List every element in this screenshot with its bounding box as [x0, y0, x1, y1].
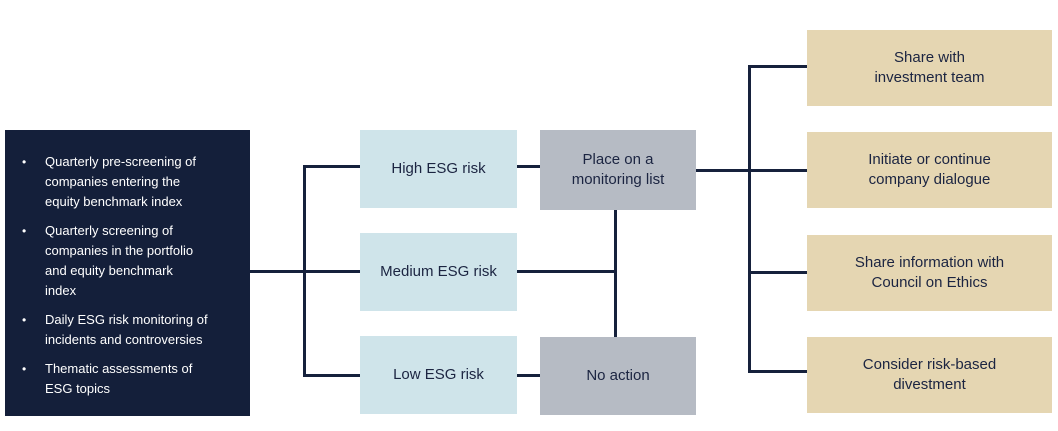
risk-based-divestment-label: Consider risk-based divestment — [862, 356, 997, 393]
share-investment-team-box: Share with investment team — [807, 30, 1052, 106]
no-action-box: No action — [540, 337, 696, 415]
connector-medium-branch — [517, 270, 617, 273]
bullet-icon: • — [22, 224, 27, 238]
connector-monitoring-to-dialogue — [696, 169, 807, 172]
company-dialogue-box: Initiate or continue company dialogue — [807, 132, 1052, 208]
list-item-text: Thematic assessments of ESG topics — [45, 361, 193, 396]
medium-esg-risk-label: Medium ESG risk — [380, 263, 497, 280]
risk-based-divestment-box: Consider risk-based divestment — [807, 337, 1052, 413]
monitoring-list-label: Place on a monitoring list — [571, 151, 665, 188]
low-esg-risk-label: Low ESG risk — [393, 366, 484, 383]
connector-trunk-to-high — [303, 165, 360, 168]
council-on-ethics-box: Share information with Council on Ethics — [807, 235, 1052, 311]
no-action-label: No action — [586, 367, 650, 384]
bullet-icon: • — [22, 155, 27, 169]
connector-low-to-noaction — [517, 374, 540, 377]
connector-high-to-monitoring — [517, 165, 540, 168]
bullet-icon: • — [22, 362, 27, 376]
low-esg-risk-box: Low ESG risk — [360, 336, 517, 414]
connector-trunk-to-low — [303, 374, 360, 377]
connector-left-trunk — [303, 165, 306, 377]
medium-esg-risk-box: Medium ESG risk — [360, 233, 517, 311]
screening-activities-panel: • Quarterly pre-screening of companies e… — [5, 130, 250, 416]
company-dialogue-label: Initiate or continue company dialogue — [868, 151, 991, 188]
connector-right-trunk — [748, 65, 751, 373]
share-investment-team-label: Share with investment team — [874, 49, 985, 86]
connector-trunk-to-share-team — [748, 65, 807, 68]
council-on-ethics-label: Share information with Council on Ethics — [854, 254, 1005, 291]
list-item-text: Quarterly pre-screening of companies ent… — [45, 154, 197, 209]
monitoring-list-box: Place on a monitoring list — [540, 130, 696, 210]
list-item-text: Daily ESG risk monitoring of incidents a… — [45, 312, 208, 347]
list-item-text: Quarterly screening of companies in the … — [45, 223, 194, 298]
high-esg-risk-box: High ESG risk — [360, 130, 517, 208]
list-item: • Quarterly pre-screening of companies e… — [22, 152, 236, 212]
bullet-icon: • — [22, 313, 27, 327]
connector-trunk-to-council — [748, 271, 807, 274]
list-item: • Quarterly screening of companies in th… — [22, 221, 236, 301]
connector-trunk-to-divestment — [748, 370, 807, 373]
connector-monitoring-to-noaction — [614, 210, 617, 337]
list-item: • Daily ESG risk monitoring of incidents… — [22, 310, 236, 350]
list-item: • Thematic assessments of ESG topics — [22, 359, 236, 399]
high-esg-risk-label: High ESG risk — [391, 160, 486, 177]
